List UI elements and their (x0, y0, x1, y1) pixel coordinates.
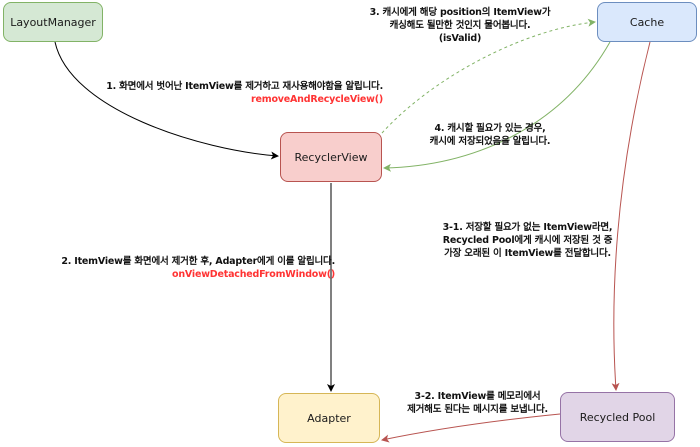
step1-text: 1. 화면에서 벗어난 ItemView를 제거하고 재사용해야함을 알립니다. (106, 81, 383, 92)
layout-manager-label: LayoutManager (10, 15, 96, 29)
edge-recyclerview-to-cache (381, 18, 596, 134)
step3-2-line2: 제거해도 된다는 메시지를 보냅니다. (407, 404, 548, 415)
edge-cache-to-recycledpool (611, 41, 651, 391)
recycled-pool-label: Recycled Pool (579, 410, 656, 424)
step2-text: 2. ItemView를 화면에서 제거한 후, Adapter에게 이를 알립… (61, 256, 335, 267)
edge-layoutmanager-to-recyclerview (54, 41, 279, 160)
step3-label: 3. 캐시에게 해당 position의 ItemView가 캐싱해도 될만한 … (345, 6, 575, 45)
recycled-pool-node: Recycled Pool (560, 392, 675, 442)
step3-line1: 3. 캐시에게 해당 position의 ItemView가 (369, 7, 551, 18)
layout-manager-node: LayoutManager (3, 2, 103, 42)
recyclerview-node: RecyclerView (280, 132, 382, 182)
cache-node: Cache (597, 2, 697, 42)
recyclerview-label: RecyclerView (294, 150, 368, 164)
step4-label: 4. 캐시할 필요가 있는 경우, 캐시에 저장되었음을 알립니다. (420, 122, 560, 148)
step2-label: 2. ItemView를 화면에서 제거한 후, Adapter에게 이를 알립… (45, 255, 335, 281)
cache-label: Cache (629, 15, 665, 29)
edge-recycledpool-to-adapter (381, 413, 561, 443)
step3-line2: 캐싱해도 될만한 것인지 물어봅니다. (389, 20, 531, 31)
step3-2-line1: 3-2. ItemView를 메모리에서 (414, 391, 541, 402)
step2-method: onViewDetachedFromWindow() (172, 269, 335, 280)
step3-1-line1: 3-1. 저장할 필요가 없는 ItemView라면, (442, 222, 613, 233)
step4-line1: 4. 캐시할 필요가 있는 경우, (434, 123, 546, 134)
step3-line3: (isValid) (438, 33, 482, 44)
adapter-label: Adapter (307, 411, 351, 425)
step3-1-line3: 가장 오래된 이 ItemView를 전달합니다. (444, 248, 611, 259)
step1-method: removeAndRecycleView() (251, 94, 383, 105)
step4-line2: 캐시에 저장되었음을 알립니다. (429, 136, 551, 147)
step1-label: 1. 화면에서 벗어난 ItemView를 제거하고 재사용해야함을 알립니다.… (93, 80, 383, 106)
edge-cache-to-recyclerview (383, 41, 611, 172)
step3-1-label: 3-1. 저장할 필요가 없는 ItemView라면, Recycled Poo… (430, 221, 625, 260)
step3-1-line2: Recycled Pool에게 캐시에 저장된 것 중 (442, 235, 613, 246)
step3-2-label: 3-2. ItemView를 메모리에서 제거해도 된다는 메시지를 보냅니다. (395, 390, 560, 416)
adapter-node: Adapter (278, 393, 380, 443)
